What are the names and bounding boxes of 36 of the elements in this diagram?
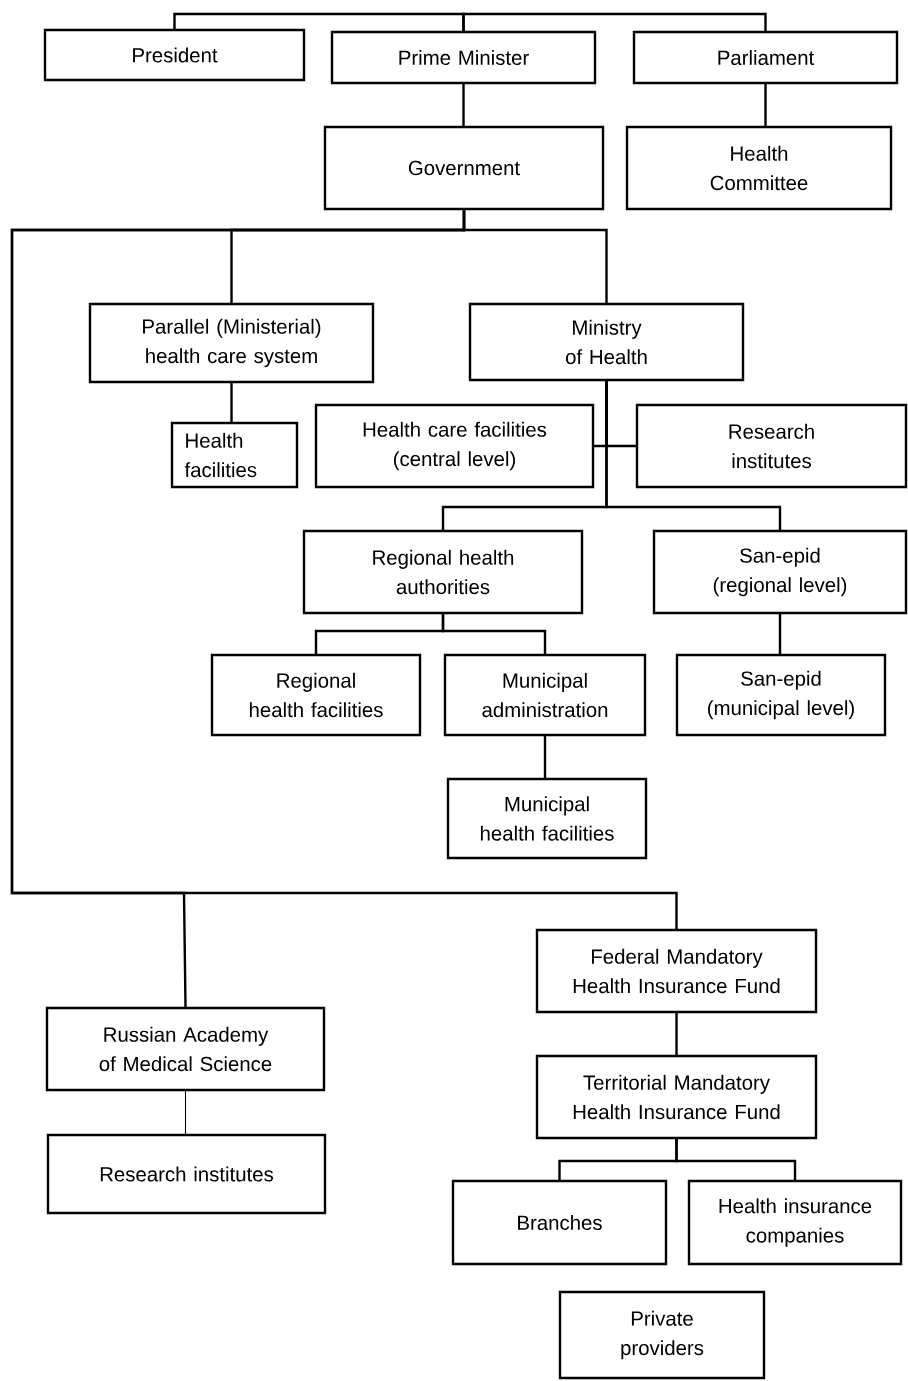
connector-line <box>462 12 767 32</box>
connector-line <box>173 12 465 32</box>
org-box: Research institutes <box>46 1133 327 1215</box>
org-box: Health care facilities (central level) <box>314 403 595 489</box>
connector-line <box>675 1012 678 1056</box>
org-box: San-epid (regional level) <box>652 529 908 615</box>
connector-line <box>778 613 782 655</box>
connector-line <box>675 1138 797 1181</box>
connector-line <box>441 613 547 655</box>
connector-line <box>230 382 233 423</box>
connector-line <box>462 83 465 127</box>
connector-line <box>10 209 678 930</box>
connector-line <box>184 1090 187 1135</box>
org-box: President <box>43 28 306 82</box>
org-box: Ministry of Health <box>468 302 745 382</box>
org-box: Regional health facilities <box>210 653 422 737</box>
org-box: Branches <box>451 1179 668 1266</box>
org-box: San-epid (municipal level) <box>675 653 887 737</box>
connector-line <box>543 735 547 779</box>
org-box: Research institutes <box>635 403 908 489</box>
org-box: Municipal health facilities <box>446 777 648 860</box>
org-box: Health facilities <box>170 421 299 489</box>
org-box: Government <box>323 125 605 211</box>
org-box: Regional health authorities <box>302 529 584 615</box>
org-box: Prime Minister <box>330 30 597 85</box>
org-box: Health Committee <box>625 125 893 211</box>
org-box: Municipal administration <box>443 653 647 737</box>
org-box: Parliament <box>632 30 899 85</box>
connector-line <box>764 83 767 127</box>
org-box: Private providers <box>558 1290 766 1380</box>
org-box: Territorial Mandatory Health Insurance Fund <box>535 1054 818 1140</box>
org-box: Russian Academy of Medical Science <box>45 1006 326 1092</box>
org-box: Health insurance companies <box>687 1179 903 1266</box>
connector-line <box>605 380 782 531</box>
org-box: Parallel (Ministerial) health care system <box>88 302 375 384</box>
org-box: Federal Mandatory Health Insurance Fund <box>535 928 818 1014</box>
